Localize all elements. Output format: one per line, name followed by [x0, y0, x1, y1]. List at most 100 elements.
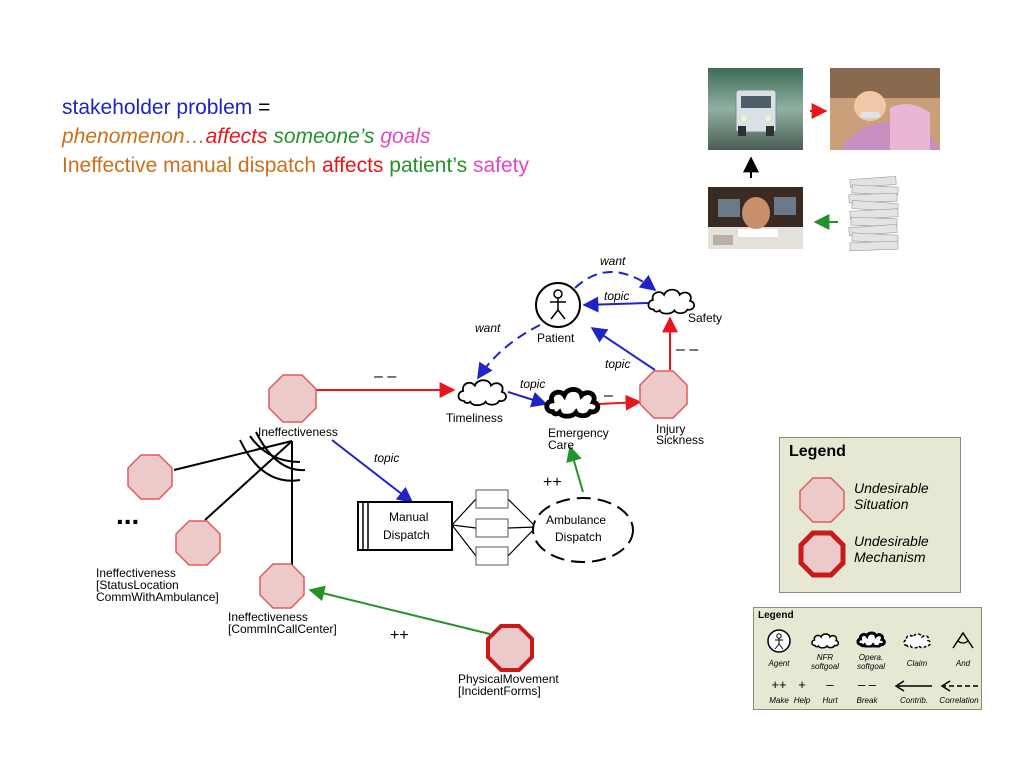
make-arrow-physical-callcenter — [308, 585, 491, 635]
topic-arrow-ineff-manual — [331, 439, 414, 503]
make-label-ambulance: ++ — [543, 474, 562, 491]
nfr-softgoal-label: NFR softgoal — [803, 653, 847, 671]
dispatcher-photo — [708, 187, 803, 249]
make-label: Make — [769, 696, 789, 705]
correlation-arrow-icon — [940, 680, 978, 692]
ineffectiveness-node: Ineffectiveness — [258, 374, 338, 439]
legend-mechanism-line2: Mechanism — [854, 549, 926, 565]
break-label-injury: – – — [676, 341, 698, 358]
topic-arrow-timeliness-care — [507, 391, 548, 408]
title-line-2: phenomenon…affects someone’s goals — [62, 122, 529, 151]
opera-softgoal-icon — [856, 631, 886, 648]
timeliness-softgoal-node: Timeliness — [446, 379, 507, 425]
safety-softgoal-node: Safety — [647, 288, 722, 325]
safety-text: safety — [467, 154, 529, 177]
topic-label-timeliness: topic — [520, 377, 545, 391]
slide-title: stakeholder problem = phenomenon…affects… — [62, 93, 529, 180]
hurt-label-care: – — [604, 387, 613, 404]
correlation-label: Correlation — [939, 696, 979, 705]
legend-symbols-title: Legend — [758, 610, 794, 621]
ellipsis-text: ... — [116, 499, 139, 530]
make-arrow-ambulance-care — [566, 445, 584, 493]
hurt-arrow-injury-care — [597, 394, 642, 411]
emergency-care-softgoal-node: Emergency Care — [547, 389, 609, 452]
ineffectiveness-other-node — [127, 454, 173, 500]
hurt-symbol: – — [826, 677, 834, 692]
title-line-1: stakeholder problem = — [62, 93, 529, 122]
status-label-2: [StatusLocation — [96, 578, 179, 592]
nfr-softgoal-icon — [811, 633, 840, 649]
emergency-care-label-2: Care — [548, 438, 574, 452]
topic-arrow-safety-patient — [582, 296, 649, 313]
safety-label: Safety — [688, 311, 722, 325]
manual-dispatch-label-2: Dispatch — [383, 528, 430, 542]
stakeholder-problem-text: stakeholder problem — [62, 96, 253, 119]
patient-label: Patient — [537, 331, 575, 345]
help-label: Help — [793, 696, 811, 705]
legend-item-mechanism: Undesirable Mechanism — [854, 533, 929, 565]
legend-symbols: Legend Agent NFR softgoal Opera. softgoa… — [753, 607, 982, 710]
agent-icon — [767, 629, 791, 653]
legend-item-situation: Undesirable Situation — [854, 480, 929, 512]
status-label-1: Ineffectiveness — [96, 566, 176, 580]
break-label: Break — [856, 696, 878, 705]
subtask-box-2 — [475, 518, 509, 538]
callcenter-label-1: Ineffectiveness — [228, 610, 308, 624]
undesirable-mechanism-icon — [798, 530, 846, 578]
contrib-arrow-icon — [894, 680, 932, 692]
callcenter-label-2: [CommInCallCenter] — [228, 622, 337, 636]
opera-softgoal-label: Opera. softgoal — [849, 653, 893, 671]
goals-text: goals — [374, 125, 431, 148]
someones-text: someone’s — [267, 125, 375, 148]
topic-arrow-injury-patient — [590, 327, 656, 371]
want-label-left: want — [475, 321, 501, 335]
want-arrow-timeliness — [477, 324, 541, 380]
and-icon — [952, 631, 974, 649]
make-label-physical: ++ — [390, 627, 409, 644]
manual-dispatch-label-1: Manual — [389, 510, 428, 524]
topic-label-safety: topic — [604, 289, 629, 303]
ambulance-dispatch-claim-node: Ambulance Dispatch — [532, 497, 634, 563]
legend-situation-line1: Undesirable — [854, 480, 929, 496]
physical-label-1: PhysicalMovement — [458, 672, 559, 686]
claim-label: Claim — [906, 659, 928, 668]
title-line-3: Ineffective manual dispatch affects pati… — [62, 151, 529, 180]
want-arrow-safety — [574, 271, 657, 291]
nfr-label-2: softgoal — [810, 662, 840, 671]
topic-label-manual: topic — [374, 451, 399, 465]
physical-label-2: [IncidentForms] — [458, 684, 541, 698]
topic-label-patient: topic — [605, 357, 630, 371]
and-decomposition — [173, 431, 306, 567]
injury-sickness-node: Injury Sickness — [639, 370, 704, 447]
legend-mechanism-line1: Undesirable — [854, 533, 929, 549]
break-label-ineff: – – — [374, 368, 396, 385]
opera-label-2: softgoal — [856, 662, 886, 671]
agent-label: Agent — [768, 659, 790, 668]
patients-text: patient’s — [383, 154, 468, 177]
injury-label-1: Injury — [656, 422, 685, 436]
ambulance-photo — [708, 68, 803, 150]
status-label-3: CommWithAmbulance] — [96, 590, 219, 604]
emergency-care-label-1: Emergency — [548, 426, 609, 440]
undesirable-situation-icon — [799, 477, 845, 523]
make-symbol: ++ — [771, 677, 787, 692]
paper-stack-photo — [846, 172, 902, 256]
subtask-box-3 — [475, 546, 509, 566]
timeliness-label: Timeliness — [446, 411, 503, 425]
claim-icon — [903, 633, 932, 649]
break-symbol: – – — [857, 677, 877, 692]
manual-dispatch-node: Manual Dispatch — [357, 501, 453, 551]
ineffectiveness-label: Ineffectiveness — [258, 425, 338, 439]
manual-dispatch-links — [451, 498, 537, 557]
hurt-label: Hurt — [822, 696, 838, 705]
physical-movement-node: PhysicalMovement [IncidentForms] — [458, 624, 559, 698]
patient-agent-node: Patient — [535, 282, 581, 345]
and-label: And — [955, 659, 971, 668]
legend-title: Legend — [789, 443, 846, 460]
legend-situations: Legend Undesirable Situation Undesirable… — [779, 437, 961, 593]
ineffectiveness-callcenter-node: Ineffectiveness [CommInCallCenter] — [228, 563, 337, 636]
ineffective-dispatch-text: Ineffective manual dispatch — [62, 154, 317, 177]
want-label-top: want — [600, 254, 626, 268]
nfr-label-1: NFR — [816, 653, 834, 662]
